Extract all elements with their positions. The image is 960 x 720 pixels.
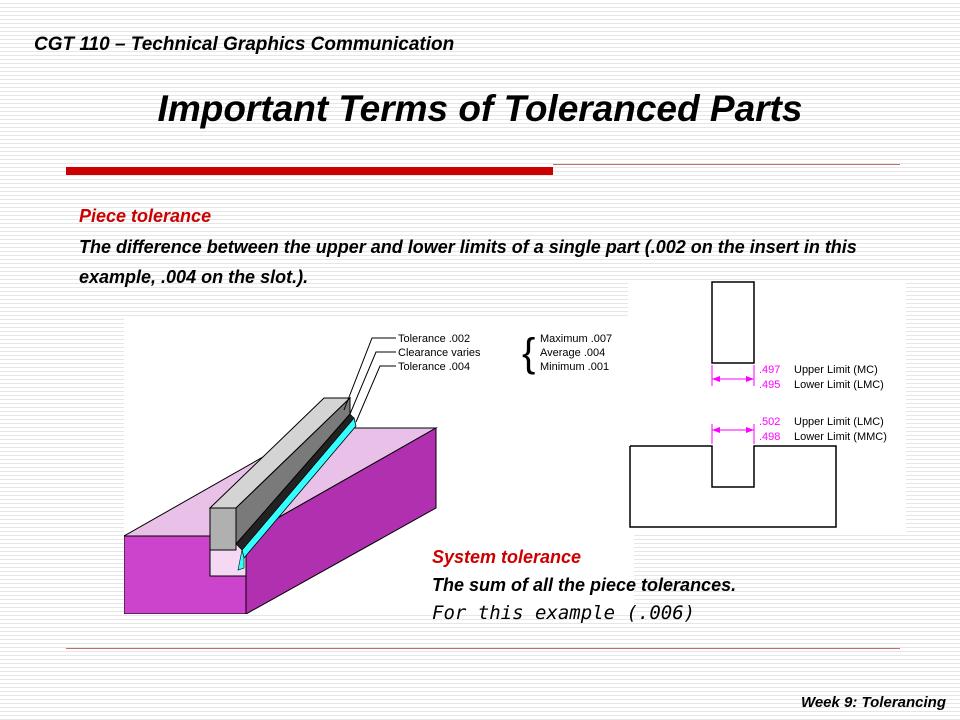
leader-line-tolerance-004 xyxy=(355,365,396,423)
slot-lower-label: Lower Limit (MMC) xyxy=(794,431,887,443)
slotted-part-outline xyxy=(629,445,837,528)
insert-upper-value: .497 xyxy=(759,364,780,376)
leader-line-tolerance-002 xyxy=(343,337,396,411)
slot-insert-drawing: Tolerance .002 Clearance varies Toleranc… xyxy=(122,331,612,615)
slot-insert-3d-figure: Tolerance .002 Clearance varies Toleranc… xyxy=(122,318,634,615)
limits-drawing: .497 .495 Upper Limit (MC) Lower Limit (… xyxy=(629,281,887,528)
piece-tolerance-heading: Piece tolerance xyxy=(79,206,212,226)
insert-front-face xyxy=(209,507,237,551)
block-side-face xyxy=(245,427,437,615)
piece-tolerance-text: The difference between the upper and low… xyxy=(79,237,857,287)
system-tolerance-example: For this example (.006) xyxy=(432,602,696,624)
top-divider xyxy=(553,164,900,165)
slide-title: Important Terms of Toleranced Parts xyxy=(157,88,803,129)
title-accent-bar xyxy=(66,167,553,175)
bottom-divider xyxy=(66,648,900,649)
clearance-strip-face xyxy=(237,549,245,571)
callout-tolerance-004: Tolerance .004 xyxy=(398,361,470,373)
insert-outline xyxy=(711,281,755,364)
clearance-brace: { xyxy=(522,331,535,375)
course-title: CGT 110 – Technical Graphics Communicati… xyxy=(34,34,455,55)
footer-week-label: Week 9: Tolerancing xyxy=(800,694,946,711)
slot-upper-label: Upper Limit (LMC) xyxy=(794,416,884,428)
system-tolerance-heading: System tolerance xyxy=(432,547,582,567)
insert-lower-label: Lower Limit (LMC) xyxy=(794,379,884,391)
insert-lower-value: .495 xyxy=(759,379,780,391)
limits-2d-figure: .497 .495 Upper Limit (MC) Lower Limit (… xyxy=(628,280,906,533)
clearance-minimum: Minimum .001 xyxy=(540,361,609,373)
callout-clearance: Clearance varies xyxy=(398,347,481,359)
callout-tolerance-002: Tolerance .002 xyxy=(398,333,470,345)
clearance-average: Average .004 xyxy=(540,347,605,359)
leader-line-clearance xyxy=(349,351,396,415)
system-tolerance-text: The sum of all the piece tolerances. xyxy=(432,575,737,595)
slot-upper-value: .502 xyxy=(759,416,780,428)
clearance-maximum: Maximum .007 xyxy=(540,333,612,345)
slot-lower-value: .498 xyxy=(759,431,780,443)
insert-upper-label: Upper Limit (MC) xyxy=(794,364,878,376)
